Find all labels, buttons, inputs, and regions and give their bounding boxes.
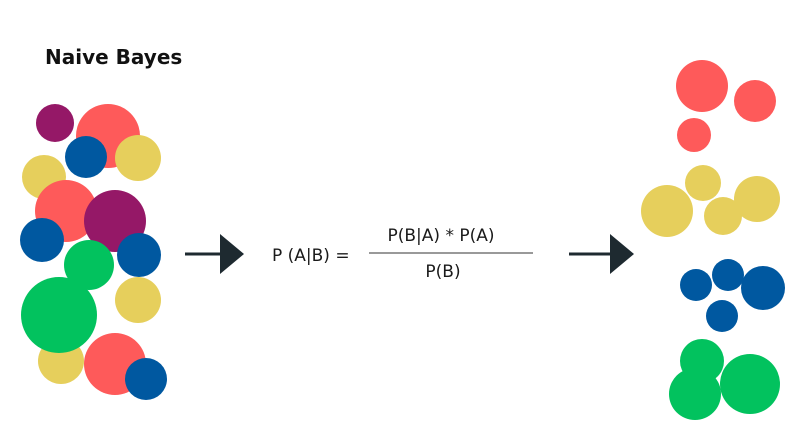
circle-yellow: [115, 277, 161, 323]
circle-red: [677, 118, 711, 152]
arrow-right-icon: [185, 234, 244, 274]
circle-blue: [680, 269, 712, 301]
circle-yellow: [685, 165, 721, 201]
circle-purple: [36, 104, 74, 142]
circle-green: [64, 240, 114, 290]
formula-lhs: P (A|B) =: [272, 246, 350, 266]
circle-green: [21, 277, 97, 353]
arrow-right-icon: [569, 234, 634, 274]
circle-yellow: [115, 135, 161, 181]
circle-blue: [712, 259, 744, 291]
circle-yellow: [704, 197, 742, 235]
circle-yellow: [641, 185, 693, 237]
circle-green: [720, 354, 780, 414]
circle-blue: [706, 300, 738, 332]
circle-blue: [741, 266, 785, 310]
circle-blue: [65, 136, 107, 178]
circle-red: [734, 80, 776, 122]
diagram-title: Naive Bayes: [45, 45, 183, 69]
circle-red: [676, 60, 728, 112]
green-circle-group: [669, 339, 780, 420]
mixed-circle-cluster: [20, 104, 167, 400]
circle-green: [669, 368, 721, 420]
formula-denominator: P(B): [425, 262, 460, 282]
blue-circle-group: [680, 259, 785, 332]
circle-blue: [117, 233, 161, 277]
circle-blue: [125, 358, 167, 400]
red-circle-group: [676, 60, 776, 152]
circle-blue: [20, 218, 64, 262]
formula-numerator: P(B|A) * P(A): [388, 226, 495, 246]
circle-yellow: [734, 176, 780, 222]
yellow-circle-group: [641, 165, 780, 237]
